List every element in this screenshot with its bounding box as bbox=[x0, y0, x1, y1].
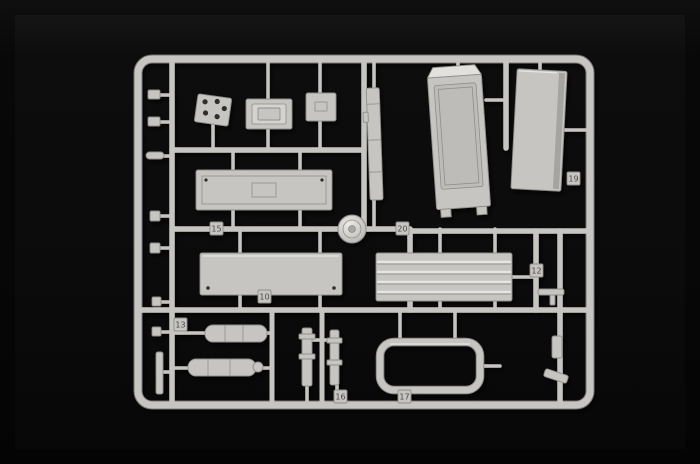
part-tag-13-label: 13 bbox=[175, 321, 185, 330]
part-vertical-strip bbox=[362, 87, 384, 201]
part-long-panel-lower bbox=[199, 252, 343, 296]
part-tall-box bbox=[426, 64, 491, 218]
part-tag-16-label: 16 bbox=[335, 393, 345, 402]
part-tag-17-label: 17 bbox=[399, 393, 409, 402]
part-tag-20-label: 20 bbox=[397, 225, 407, 234]
part-rounded-frame bbox=[375, 337, 485, 395]
part-perforated-plate bbox=[194, 93, 232, 127]
part-tag-10: 10 bbox=[257, 289, 272, 304]
part-long-panel-upper bbox=[195, 169, 333, 211]
part-tag-15-label: 15 bbox=[211, 225, 221, 234]
part-tag-16: 16 bbox=[333, 389, 348, 404]
part-right-panel bbox=[510, 68, 568, 192]
part-tag-10-label: 10 bbox=[259, 293, 269, 302]
part-small-plate bbox=[305, 92, 337, 122]
part-tag-17: 17 bbox=[397, 389, 412, 404]
part-number-tags: 15 20 10 12 13 19 bbox=[173, 171, 581, 404]
part-tag-19-label: 19 bbox=[568, 175, 578, 184]
sprue-gates bbox=[158, 57, 590, 407]
part-tag-19: 19 bbox=[566, 171, 581, 186]
part-cylinder-lower bbox=[187, 358, 264, 377]
part-bottom-posts bbox=[298, 327, 343, 387]
part-tag-12: 12 bbox=[529, 263, 544, 278]
part-left-rail-clips bbox=[145, 89, 165, 395]
part-ribbed-panel bbox=[375, 252, 513, 302]
part-tag-15: 15 bbox=[209, 221, 224, 236]
part-cylinder-upper bbox=[204, 324, 268, 343]
part-tag-20: 20 bbox=[395, 221, 410, 236]
part-tag-13: 13 bbox=[173, 317, 188, 332]
part-hatch-plate bbox=[245, 98, 293, 130]
part-tag-12-label: 12 bbox=[531, 267, 541, 276]
part-round-cap bbox=[337, 214, 367, 244]
sprue-frame: 15 20 10 12 13 19 bbox=[133, 54, 595, 410]
part-right-edge-small bbox=[537, 288, 569, 384]
